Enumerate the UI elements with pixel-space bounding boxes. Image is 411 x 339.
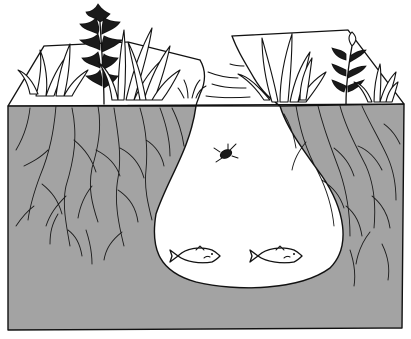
insect-icon	[214, 144, 238, 162]
plants-right-bank	[238, 32, 398, 104]
fish-left-icon	[170, 246, 220, 263]
soil-block	[8, 104, 404, 330]
fish-right-icon	[250, 246, 302, 263]
